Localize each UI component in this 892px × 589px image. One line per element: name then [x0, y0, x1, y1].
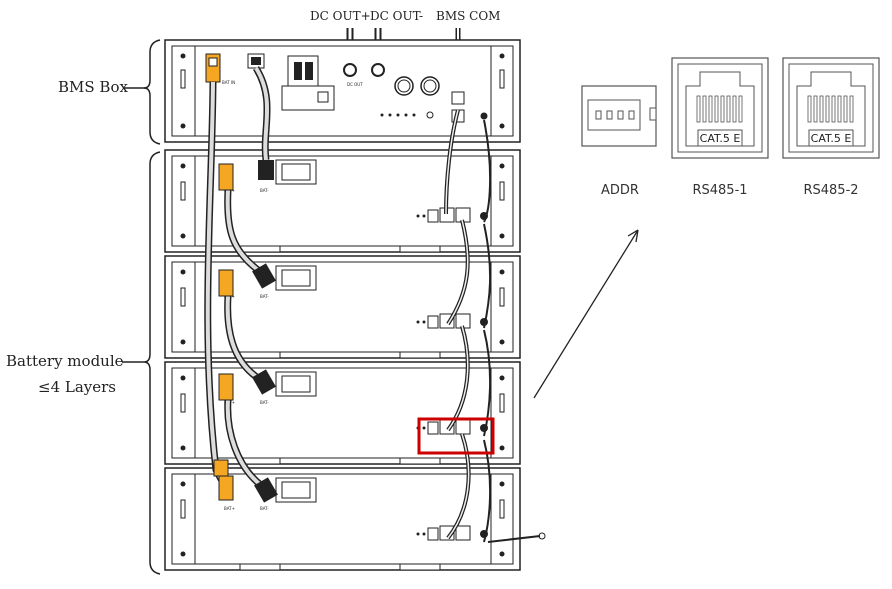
- port-detail: CAT.5 E CAT.5 E ADDR RS485-1 RS485-2: [581, 57, 880, 198]
- rs485-2-port: CAT.5 E: [782, 57, 880, 159]
- rj45-pin: [819, 95, 824, 123]
- bat-pos-terminal-label: BAT+: [224, 506, 235, 511]
- bat-neg-terminal-label: BAT-: [260, 188, 269, 193]
- bat-neg-connectors: [252, 160, 278, 503]
- layers-label: ≤4 Layers: [38, 378, 116, 396]
- rs485-1-jack-text: CAT.5 E: [700, 132, 741, 145]
- battery-module-brace: [143, 151, 161, 575]
- callout-arrow: [533, 229, 639, 399]
- rj45-pin: [726, 95, 731, 123]
- dc-out-neg-label: DC OUT-: [370, 9, 423, 23]
- bat-neg-terminal-label: BAT-: [260, 506, 269, 511]
- rj45-pin: [837, 95, 842, 123]
- rs485-1-pins: [696, 95, 743, 123]
- addr-label: ADDR: [601, 183, 639, 198]
- bms-box: DC OUT BAT IN: [164, 39, 521, 143]
- addr-port: [581, 85, 657, 147]
- rj45-pin: [738, 95, 743, 123]
- dc-out-terminal-label: DC OUT: [347, 82, 363, 87]
- bms-box-brace: [143, 39, 161, 145]
- bms-box-label: BMS Box: [58, 78, 128, 96]
- highlighted-com-ports: [417, 417, 495, 455]
- rs485-2-pins: [807, 95, 854, 123]
- bat-pos-connectors: [213, 163, 234, 501]
- rs485-2-jack-text: CAT.5 E: [811, 132, 852, 145]
- rj45-pin: [708, 95, 713, 123]
- rj45-pin: [849, 95, 854, 123]
- rj45-pin: [702, 95, 707, 123]
- rj45-pin: [813, 95, 818, 123]
- rs485-2-label: RS485-2: [803, 183, 858, 198]
- rj45-pin: [843, 95, 848, 123]
- rj45-pin: [831, 95, 836, 123]
- bat-in-terminal-label: BAT IN: [222, 80, 235, 85]
- dc-out-pos-label: DC OUT+: [310, 9, 371, 23]
- bat-neg-terminal-label: BAT-: [260, 400, 269, 405]
- rj45-pin: [825, 95, 830, 123]
- rj45-pin: [720, 95, 725, 123]
- rs485-1-port: CAT.5 E: [671, 57, 769, 159]
- rs485-1-label: RS485-1: [692, 183, 747, 198]
- battery-module-label: Battery module: [6, 352, 124, 370]
- bms-com-label: BMS COM: [436, 9, 500, 23]
- rj45-pin: [732, 95, 737, 123]
- rj45-pin: [696, 95, 701, 123]
- bat-neg-terminal-label: BAT-: [260, 294, 269, 299]
- rj45-pin: [714, 95, 719, 123]
- rj45-pin: [807, 95, 812, 123]
- battery-modules: BAT+BAT-BAT+BAT-BAT+BAT-BAT+BAT-: [164, 149, 521, 571]
